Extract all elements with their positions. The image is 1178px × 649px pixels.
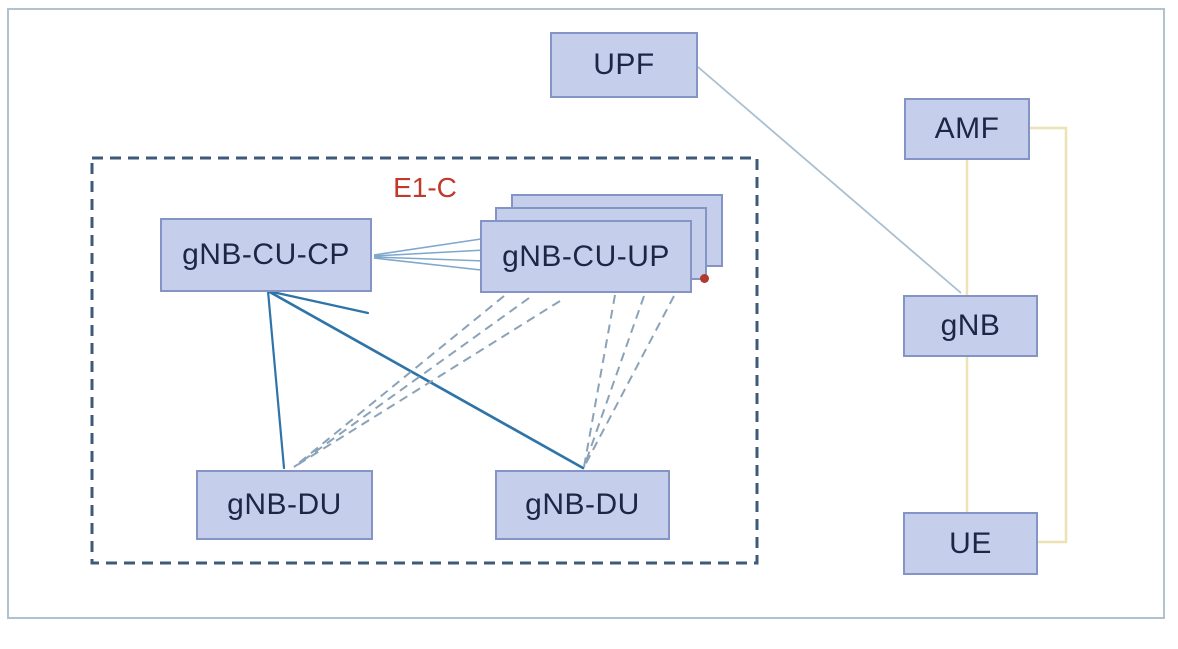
node-gnb-label: gNB <box>940 309 1001 342</box>
link-cucp-du-left <box>266 289 286 470</box>
disaggregated-gnb-dashed-boundary <box>90 156 759 565</box>
node-upf-label: UPF <box>593 48 655 81</box>
node-amf: AMF <box>904 98 1030 160</box>
node-gnb-cu-cp: gNB-CU-CP <box>160 218 372 292</box>
node-upf: UPF <box>550 32 698 98</box>
link-amf-ue <box>1030 126 1068 544</box>
link-upf-gnb <box>697 66 962 294</box>
node-gnb-cu-cp-label: gNB-CU-CP <box>182 238 350 271</box>
e1-c-interface-label: E1-C <box>393 172 457 203</box>
link-cuup-duright-1 <box>583 294 616 468</box>
node-ue-label: UE <box>949 526 992 560</box>
yellow-links <box>965 126 1068 544</box>
node-gnb: gNB <box>903 295 1038 357</box>
node-gnb-du-right: gNB-DU <box>495 470 670 540</box>
node-gnb-cu-up-label: gNB-CU-UP <box>502 239 670 273</box>
link-cuup-duright-3 <box>583 295 675 468</box>
link-cuup-duleft-3 <box>293 300 561 468</box>
link-cuup-duleft-2 <box>293 297 530 468</box>
red-marker-dot <box>700 274 709 283</box>
node-gnb-du-left-label: gNB-DU <box>227 488 342 521</box>
node-gnb-du-left: gNB-DU <box>196 470 373 540</box>
node-gnb-cu-up: gNB-CU-UP <box>480 220 692 293</box>
node-amf-label: AMF <box>934 112 1000 145</box>
link-cuup-duleft-1 <box>293 295 505 468</box>
link-cuup-duright-2 <box>583 295 645 468</box>
link-cucp-stub <box>266 289 370 315</box>
e1-interface-links <box>373 238 486 271</box>
link-e1-line-3 <box>373 256 486 262</box>
link-e1-line-1 <box>373 238 482 256</box>
link-e1-line-4 <box>373 257 482 271</box>
link-cucp-du-right <box>266 289 585 470</box>
solid-f1-links <box>266 289 585 470</box>
gray-links <box>697 66 962 294</box>
link-e1-line-2 <box>373 249 486 257</box>
node-gnb-du-right-label: gNB-DU <box>525 488 640 521</box>
dashed-f1u-links <box>293 294 675 468</box>
node-ue: UE <box>903 512 1038 575</box>
